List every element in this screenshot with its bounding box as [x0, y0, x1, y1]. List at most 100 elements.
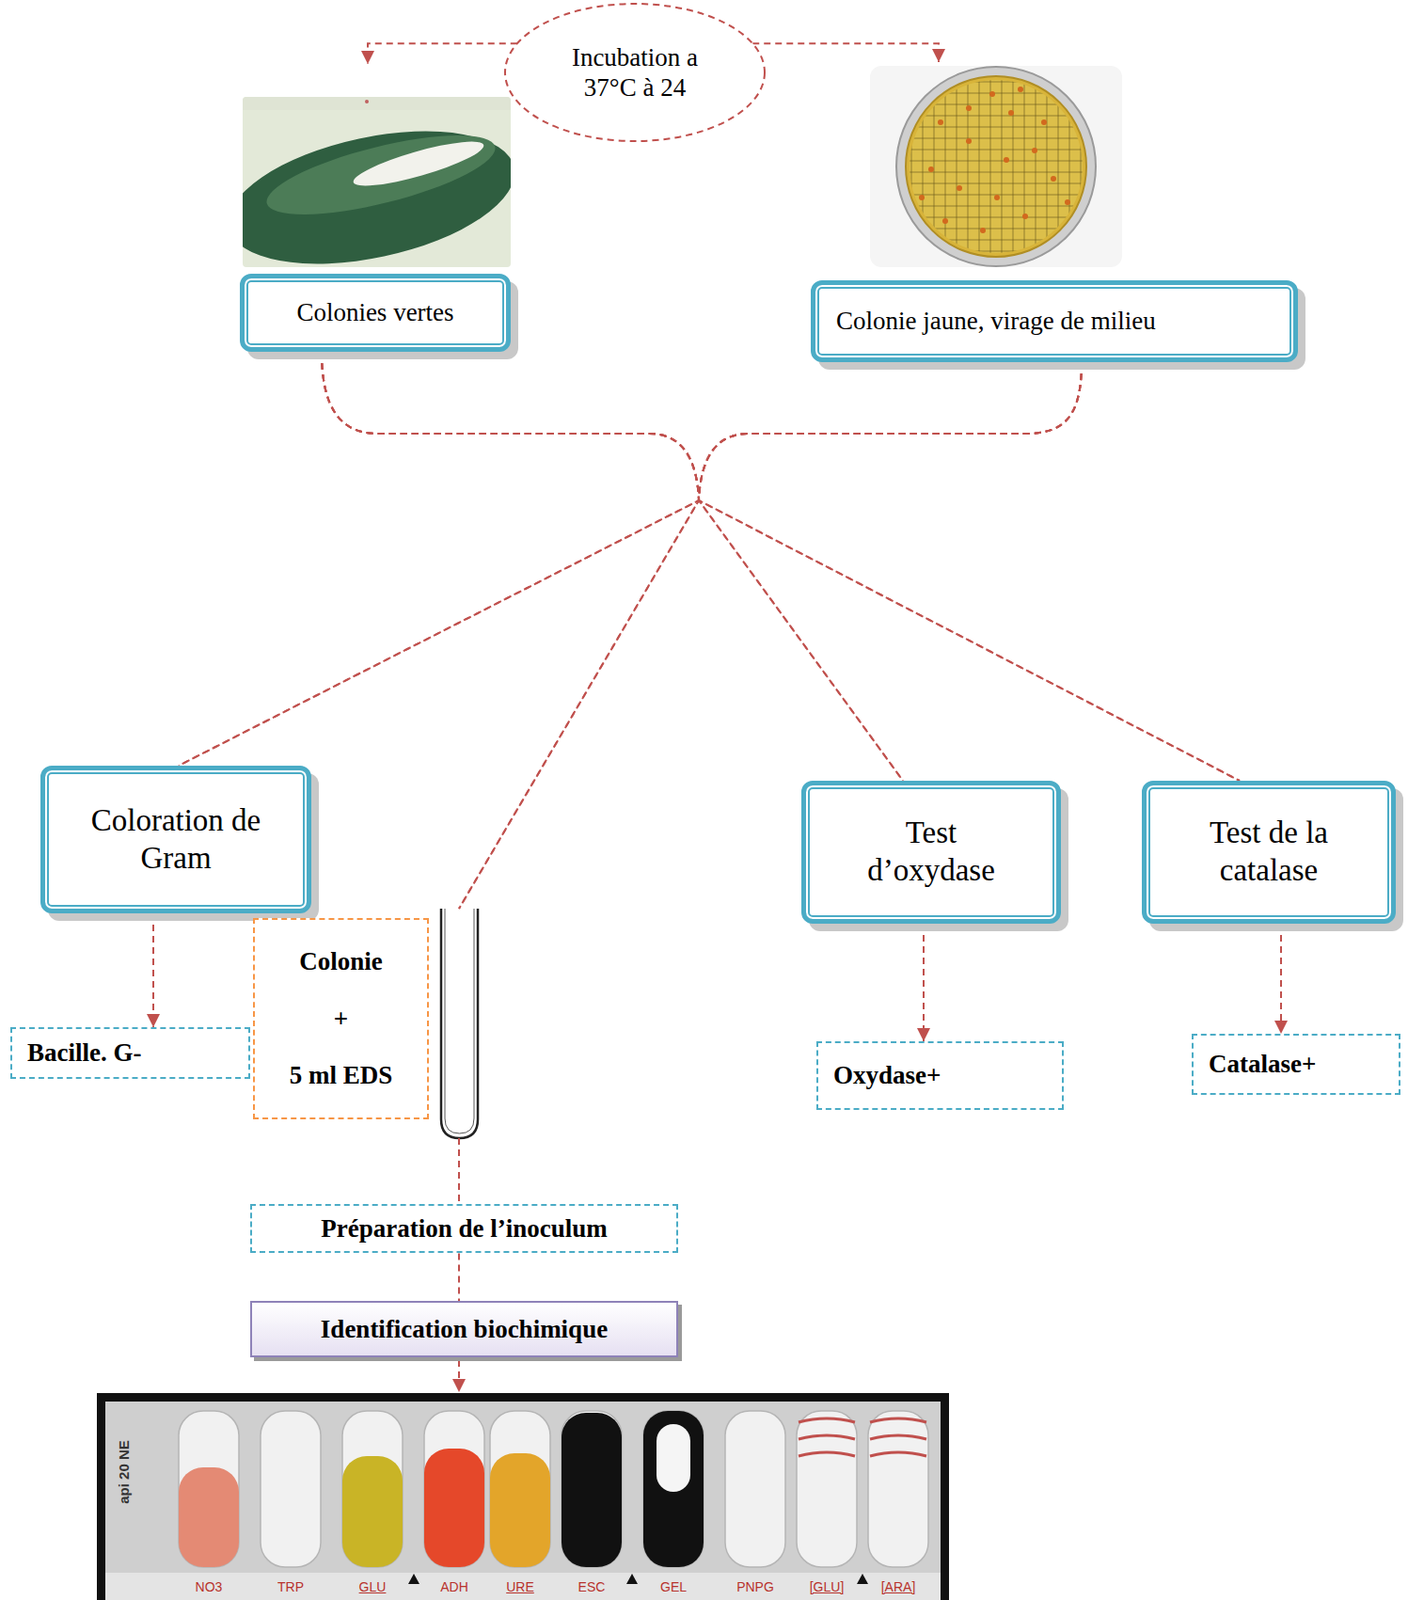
- dish-medium: [905, 76, 1087, 257]
- cupule-label: PNPG: [736, 1580, 775, 1594]
- cupule-label: URE: [506, 1580, 535, 1594]
- step-box: Préparation de l’inoculum: [250, 1203, 679, 1253]
- colony-dot: [989, 91, 996, 97]
- node-text: Coloration de Gram: [67, 802, 285, 877]
- grid-line: [990, 75, 992, 259]
- cupule-liquid: [561, 1412, 622, 1567]
- result-label: Oxydase+: [816, 1041, 1064, 1110]
- cupule-liquid: [342, 1455, 403, 1567]
- node-text: 5 ml EDS: [289, 1059, 394, 1091]
- grid-line: [902, 217, 1090, 219]
- colony-dot: [928, 166, 934, 173]
- dashed-connector: [321, 351, 699, 909]
- dashed-connector: [321, 351, 1240, 781]
- node-text: Oxydase+: [833, 1059, 941, 1091]
- colony-dot: [937, 119, 944, 126]
- dashed-connector: [752, 43, 939, 63]
- leader-arrow: [458, 1360, 460, 1393]
- cupule: [725, 1410, 786, 1567]
- dashed-connector: [367, 43, 518, 64]
- slant-tube-photo: [242, 96, 511, 268]
- grid-line: [902, 104, 1090, 106]
- agar-slant: [242, 108, 511, 268]
- cupule: [424, 1410, 485, 1567]
- grid-line: [945, 75, 947, 259]
- colony-dot: [1003, 157, 1010, 163]
- inoculum-box: Colonie+5 ml EDS: [253, 908, 480, 1139]
- cupule-label: NO3: [195, 1580, 223, 1594]
- node-text: Catalase+: [1208, 1048, 1316, 1079]
- cupule: [178, 1410, 239, 1567]
- node-text: Identification biochimique: [320, 1313, 608, 1345]
- cupule-liquid: [490, 1453, 551, 1567]
- grid-line: [922, 75, 924, 259]
- api-strip-label-band: [105, 1572, 941, 1600]
- dashed-connector: [178, 362, 1082, 766]
- node-text: Test d’oxydase: [846, 814, 1016, 889]
- dashed-connector: [458, 1252, 460, 1301]
- node-text: Colonie jaune, virage de milieu: [836, 305, 1156, 336]
- ellipse-content: Incubation a 37°C à 24: [503, 1, 767, 143]
- grid-line: [902, 183, 1090, 185]
- agar-surface: [259, 119, 502, 232]
- colony-dot: [1031, 147, 1038, 154]
- grid-line: [967, 75, 969, 259]
- cupule-label: GEL: [660, 1580, 687, 1594]
- grid-line: [902, 251, 1090, 253]
- cupule-label: TRP: [277, 1580, 304, 1594]
- grid-line: [933, 75, 935, 259]
- cupule-liquid: [178, 1467, 239, 1567]
- process-box: Test d’oxydase: [801, 780, 1061, 924]
- step-box: Identification biochimique: [250, 1300, 679, 1358]
- dashed-connector: [1280, 923, 1282, 1034]
- grid-line: [1001, 75, 1003, 259]
- result-box: Colonies vertes: [239, 63, 513, 352]
- cupule: [868, 1410, 929, 1567]
- grid-line: [902, 239, 1090, 241]
- dashed-connector: [698, 362, 1240, 781]
- strip-triangle: [626, 1573, 638, 1584]
- grid-line: [902, 93, 1090, 95]
- membrane-grid: [902, 75, 1090, 259]
- grid-line: [1012, 75, 1014, 259]
- cupule-liquid: [424, 1448, 485, 1567]
- dashed-ellipse: [505, 3, 765, 142]
- node-text: +: [333, 1003, 349, 1034]
- node-text: Colonies vertes: [296, 297, 454, 328]
- photo-top-band: [242, 96, 511, 111]
- cupule: [796, 1410, 857, 1567]
- dish-rim: [896, 66, 1096, 267]
- grid-line: [902, 228, 1090, 230]
- grid-line: [902, 149, 1090, 151]
- dashed-connector: [698, 362, 1082, 781]
- label-box: Colonie jaune, virage de milieu: [810, 280, 1298, 363]
- colony-dot: [1050, 175, 1057, 182]
- grid-line: [1058, 75, 1060, 259]
- grid-line: [1035, 75, 1037, 259]
- colony-dot: [1064, 199, 1071, 206]
- grid-line: [902, 115, 1090, 117]
- node-text: Bacille. G-: [27, 1037, 142, 1068]
- cupule: [561, 1410, 622, 1567]
- cupule: [490, 1410, 551, 1567]
- grid-line: [1046, 75, 1048, 259]
- colony-dot: [1017, 86, 1024, 93]
- cupule-rim: [798, 1435, 855, 1440]
- cupule-label: ESC: [578, 1580, 606, 1594]
- label-box: Colonies vertes: [239, 273, 511, 352]
- dashed-connector: [458, 1138, 460, 1204]
- process-box: Test de la catalase: [1141, 780, 1396, 924]
- colony-dot: [980, 227, 986, 234]
- cupule-label: [ARA]: [881, 1580, 917, 1594]
- dashed-connector: [922, 923, 925, 1042]
- grid-line: [1069, 75, 1071, 259]
- colony-dot: [942, 218, 949, 224]
- grid-line: [911, 75, 913, 259]
- mark: [364, 99, 369, 104]
- dashed-connector: [152, 913, 155, 1028]
- photo-ground: [870, 65, 1123, 268]
- process-box: Coloration de Gram: [40, 765, 312, 914]
- grid-line: [902, 126, 1090, 128]
- strip-triangle: [408, 1573, 420, 1584]
